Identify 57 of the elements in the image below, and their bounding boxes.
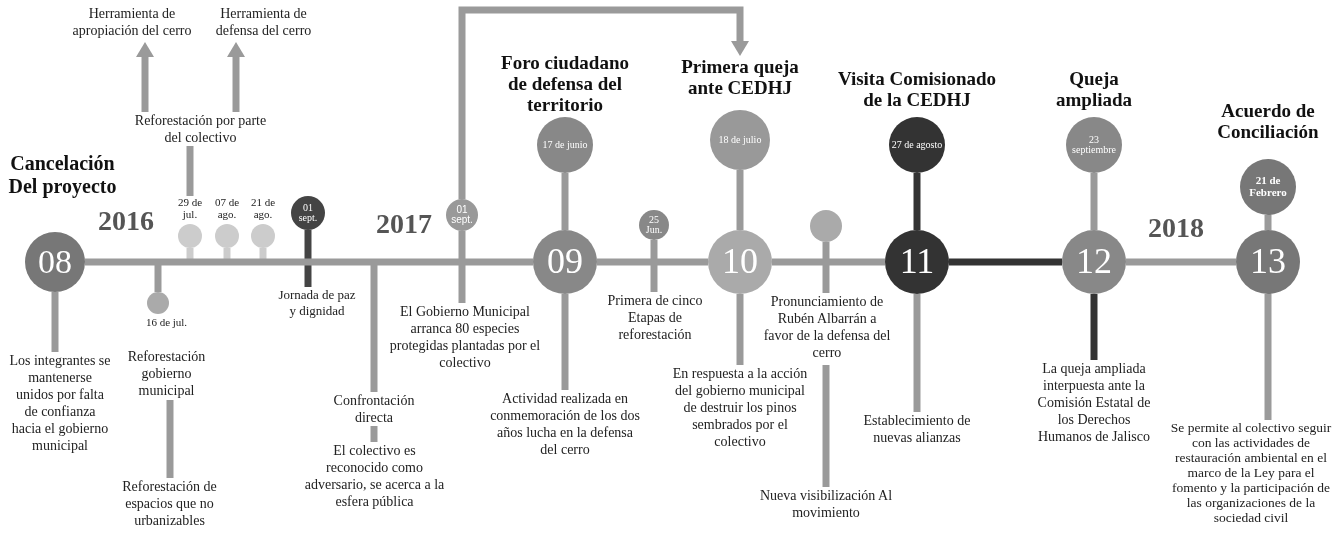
event-description: Los integrantes se mantenerse unidos por falta de confianza hacia el gobierno municipal	[8, 352, 112, 492]
date-label: 07 de ago.	[213, 196, 241, 220]
year-label: 2016	[98, 205, 154, 237]
event-description: Nueva visibilización Al movimiento	[758, 487, 894, 523]
event-description: El Gobierno Municipal arranca 80 especies protegidas plantadas por el colectivo	[385, 303, 545, 373]
event-heading: Queja ampliada	[1055, 68, 1133, 110]
date-circle: 18 de julio	[710, 110, 770, 170]
event-heading: Foro ciudadano de defensa del territorio	[500, 52, 630, 115]
connector-line	[736, 170, 744, 230]
connector-line	[597, 258, 708, 266]
timeline-dot	[810, 210, 842, 242]
connector-line	[949, 258, 1062, 266]
date-label: 29 de jul.	[176, 196, 204, 220]
step-number-circle: 09	[533, 230, 597, 294]
date-label: 21 de ago.	[249, 196, 277, 220]
event-description: Reforestación de espacios que no urbanizables	[112, 478, 227, 532]
date-circle: 23 septiembre	[1066, 117, 1122, 173]
connector-line	[913, 173, 921, 230]
date-circle: 25 Jun.	[639, 210, 669, 240]
connector-line	[85, 258, 533, 266]
year-label: 2018	[1148, 212, 1204, 244]
event-description: Establecimiento de nuevas alianzas	[852, 412, 982, 448]
event-description: Primera de cinco Etapas de reforestación	[600, 292, 710, 346]
event-description: El colectivo es reconocido como adversario, se acerca a la esfera pública	[302, 442, 447, 528]
event-description: Herramienta de apropiación del cerro	[62, 5, 202, 42]
step-number-circle: 11	[885, 230, 949, 294]
event-heading: Acuerdo de Conciliación	[1216, 100, 1320, 142]
event-description: Jornada de paz y dignidad	[274, 287, 360, 323]
event-heading: Cancelación Del proyecto	[7, 152, 118, 198]
event-description: Pronunciamiento de Rubén Albarrán a favor de la defensa del cerro	[762, 293, 892, 365]
event-description: Herramienta de defensa del cerro	[206, 5, 321, 42]
step-number-circle: 08	[25, 232, 85, 292]
connector-line	[772, 258, 885, 266]
event-description: Confrontación directa	[319, 392, 429, 426]
year-label: 2017	[376, 208, 432, 240]
step-number-circle: 10	[708, 230, 772, 294]
connector-line	[1090, 173, 1098, 230]
date-circle: 01 sept.	[446, 199, 478, 231]
event-description: Reforestación por parte del colectivo	[128, 112, 273, 146]
event-heading: Primera queja ante CEDHJ	[680, 56, 800, 98]
event-description: Reforestación gobierno municipal	[126, 348, 207, 399]
date-label: 16 de jul.	[144, 316, 189, 328]
date-circle: 27 de agosto	[889, 117, 945, 173]
date-circle: 01 sept.	[291, 196, 325, 230]
date-circle: 17 de junio	[537, 117, 593, 173]
connector-line	[1126, 258, 1236, 266]
event-description: Se permite al colectivo seguir con las actividades de restauración ambiental en el marco de la Ley para el fomento y la participación de las organizaciones de la sociedad civil	[1168, 420, 1334, 557]
event-description: En respuesta a la acción del gobierno municipal de destruir los pinos sembrados por el colectivo	[672, 365, 808, 470]
date-circle: 21 de Febrero	[1240, 159, 1296, 215]
arrow	[458, 6, 749, 199]
step-number-circle: 12	[1062, 230, 1126, 294]
event-heading: Visita Comisionado de la CEDHJ	[836, 68, 998, 110]
connector-line	[561, 173, 569, 230]
event-description: Actividad realizada en conmemoración de los dos años lucha en la defensa del cerro	[490, 390, 640, 460]
connector-line	[1264, 215, 1272, 230]
step-number-circle: 13	[1236, 230, 1300, 294]
event-description: La queja ampliada interpuesta ante la Comisión Estatal de los Derechos Humanos de Jalisco	[1032, 360, 1156, 485]
